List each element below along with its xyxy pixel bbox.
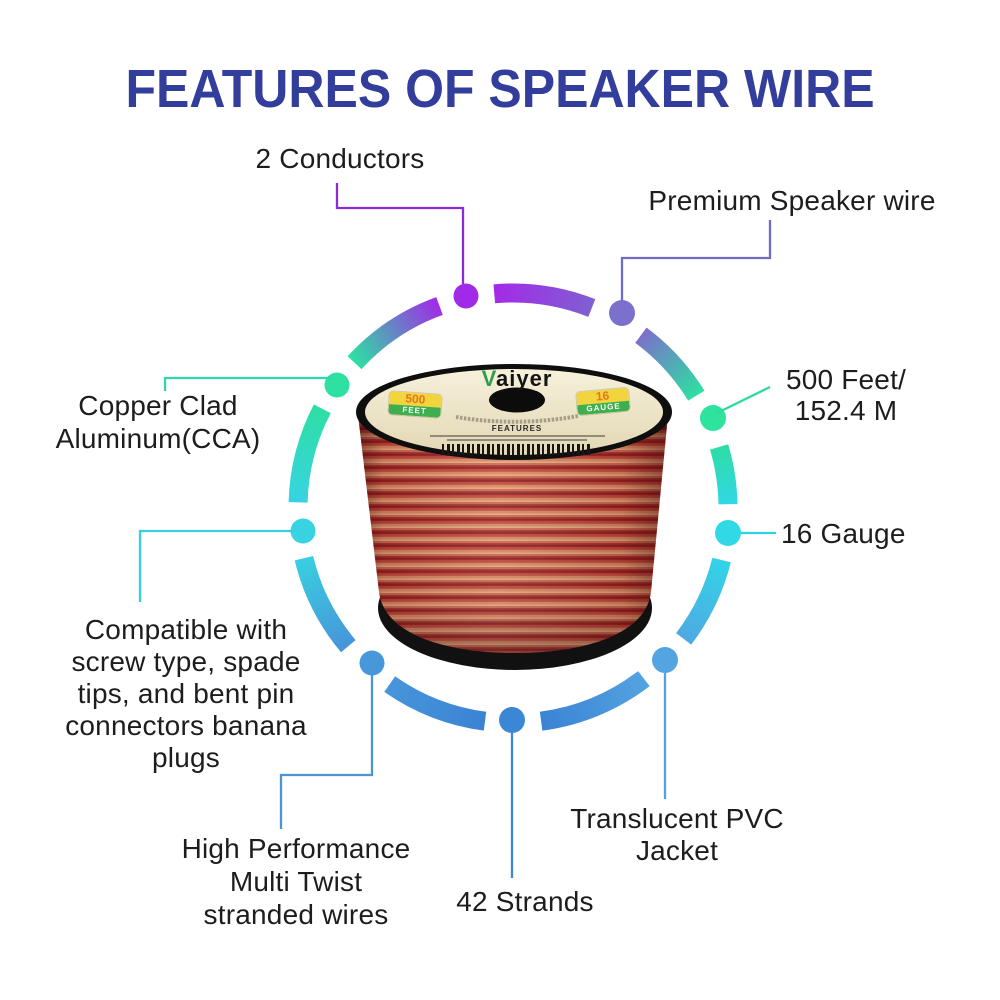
brand-initial: V bbox=[481, 366, 497, 391]
label-barcode bbox=[442, 444, 592, 455]
dot-compatibility-icon bbox=[290, 518, 316, 544]
ring-segment-bottom-right bbox=[539, 670, 650, 731]
ring-segment-lower-right bbox=[675, 557, 731, 645]
line-two-conductors bbox=[335, 183, 465, 284]
ring-segment-upper-right bbox=[635, 327, 705, 401]
line-length bbox=[716, 385, 771, 415]
callout-pvc-jacket: Translucent PVC Jacket bbox=[570, 803, 784, 866]
callout-connector-compatibility: Compatible with screw type, spade tips, … bbox=[65, 614, 307, 773]
callout-gauge: 16 Gauge bbox=[781, 518, 906, 549]
ring-segment-bottom-left bbox=[384, 676, 487, 731]
spool-brand-logo: Vaiyer bbox=[447, 366, 587, 392]
ring-segment-left bbox=[288, 404, 331, 503]
dot-high-performance-icon bbox=[359, 650, 385, 676]
ring-segment-lower-left bbox=[294, 555, 356, 653]
line-compatibility bbox=[138, 529, 295, 602]
ring-segment-top-right bbox=[493, 283, 596, 317]
page-title: FEATURES OF SPEAKER WIRE bbox=[125, 59, 875, 119]
line-copper-clad bbox=[163, 376, 333, 391]
callout-high-performance: High Performance Multi Twist stranded wi… bbox=[181, 833, 411, 930]
dot-premium-icon bbox=[609, 300, 635, 326]
label-fine-print-line bbox=[447, 439, 587, 441]
dot-gauge-icon bbox=[715, 520, 741, 546]
ring-segment-right bbox=[709, 444, 738, 505]
label-fine-print-line bbox=[430, 435, 605, 437]
dot-jacket-icon bbox=[652, 647, 678, 673]
line-high-performance bbox=[279, 675, 374, 829]
callout-copper-clad-aluminum: Copper Clad Aluminum(CCA) bbox=[55, 390, 261, 454]
label-arc-text-decoration bbox=[455, 414, 579, 424]
spool-center-hole bbox=[489, 387, 545, 413]
brand-rest: aiyer bbox=[496, 366, 553, 391]
callout-premium-speaker-wire: Premium Speaker wire bbox=[648, 185, 936, 216]
dot-two-conductors-icon bbox=[453, 283, 479, 309]
dot-strands-icon bbox=[499, 707, 525, 733]
line-premium bbox=[620, 220, 772, 301]
badge-500-feet: 500 FEET bbox=[388, 391, 442, 418]
badge-16-gauge: 16 GAUGE bbox=[576, 387, 630, 416]
callout-length: 500 Feet/ 152.4 M bbox=[785, 364, 907, 426]
callout-two-conductors: 2 Conductors bbox=[255, 143, 425, 174]
feature-ring bbox=[288, 283, 738, 731]
callout-lines bbox=[138, 183, 776, 878]
label-features-heading: FEATURES bbox=[491, 424, 543, 433]
callout-strands: 42 Strands bbox=[456, 886, 594, 917]
dot-copper-clad-icon bbox=[324, 372, 350, 398]
ring-segment-top-left bbox=[347, 297, 443, 370]
